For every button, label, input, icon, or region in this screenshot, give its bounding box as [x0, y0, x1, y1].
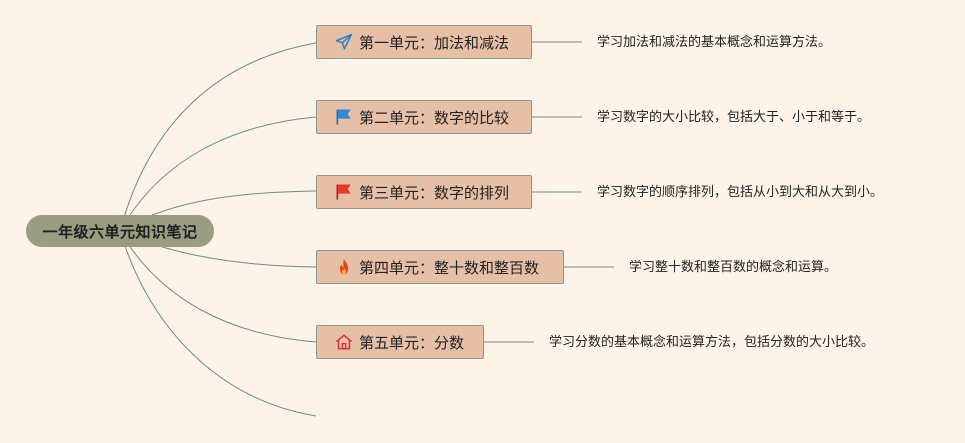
- unit-5-label: 第五单元：分数: [359, 333, 465, 352]
- unit-3-label: 第三单元：数字的排列: [359, 183, 510, 202]
- unit-2-description: 学习数字的大小比较，包括大于、小于和等于。: [597, 110, 871, 125]
- unit-1-label: 第一单元：加法和减法: [359, 33, 510, 52]
- root-to-unit-5-line: [119, 230, 317, 343]
- unit-1-description: 学习加法和减法的基本概念和运算方法。: [597, 35, 832, 50]
- unit-5-node[interactable]: 第五单元：分数: [316, 325, 484, 359]
- root-to-empty-branch-line: [119, 230, 317, 417]
- unit-5-description: 学习分数的基本概念和运算方法，包括分数的大小比较。: [549, 335, 875, 350]
- root-to-unit-1-line: [119, 42, 317, 232]
- root-topic[interactable]: 一年级六单元知识笔记: [26, 215, 214, 247]
- unit-4-description: 学习整十数和整百数的概念和运算。: [629, 260, 838, 275]
- paper-plane-icon: [333, 31, 355, 53]
- unit-4-label: 第四单元：整十数和整百数: [359, 258, 540, 277]
- home-icon: [333, 331, 355, 353]
- unit-2-label: 第二单元：数字的比较: [359, 108, 510, 127]
- blue-flag-icon: [333, 106, 355, 128]
- unit-4-node[interactable]: 第四单元：整十数和整百数: [316, 250, 564, 284]
- root-topic-label: 一年级六单元知识笔记: [42, 222, 198, 241]
- unit-3-node[interactable]: 第三单元：数字的排列: [316, 175, 532, 209]
- unit-2-node[interactable]: 第二单元：数字的比较: [316, 100, 532, 134]
- unit-1-node[interactable]: 第一单元：加法和减法: [316, 25, 532, 59]
- red-flag-icon: [333, 181, 355, 203]
- unit-3-description: 学习数字的顺序排列，包括从小到大和从大到小。: [597, 185, 884, 200]
- root-to-unit-2-line: [119, 116, 317, 232]
- fire-icon: [333, 256, 355, 278]
